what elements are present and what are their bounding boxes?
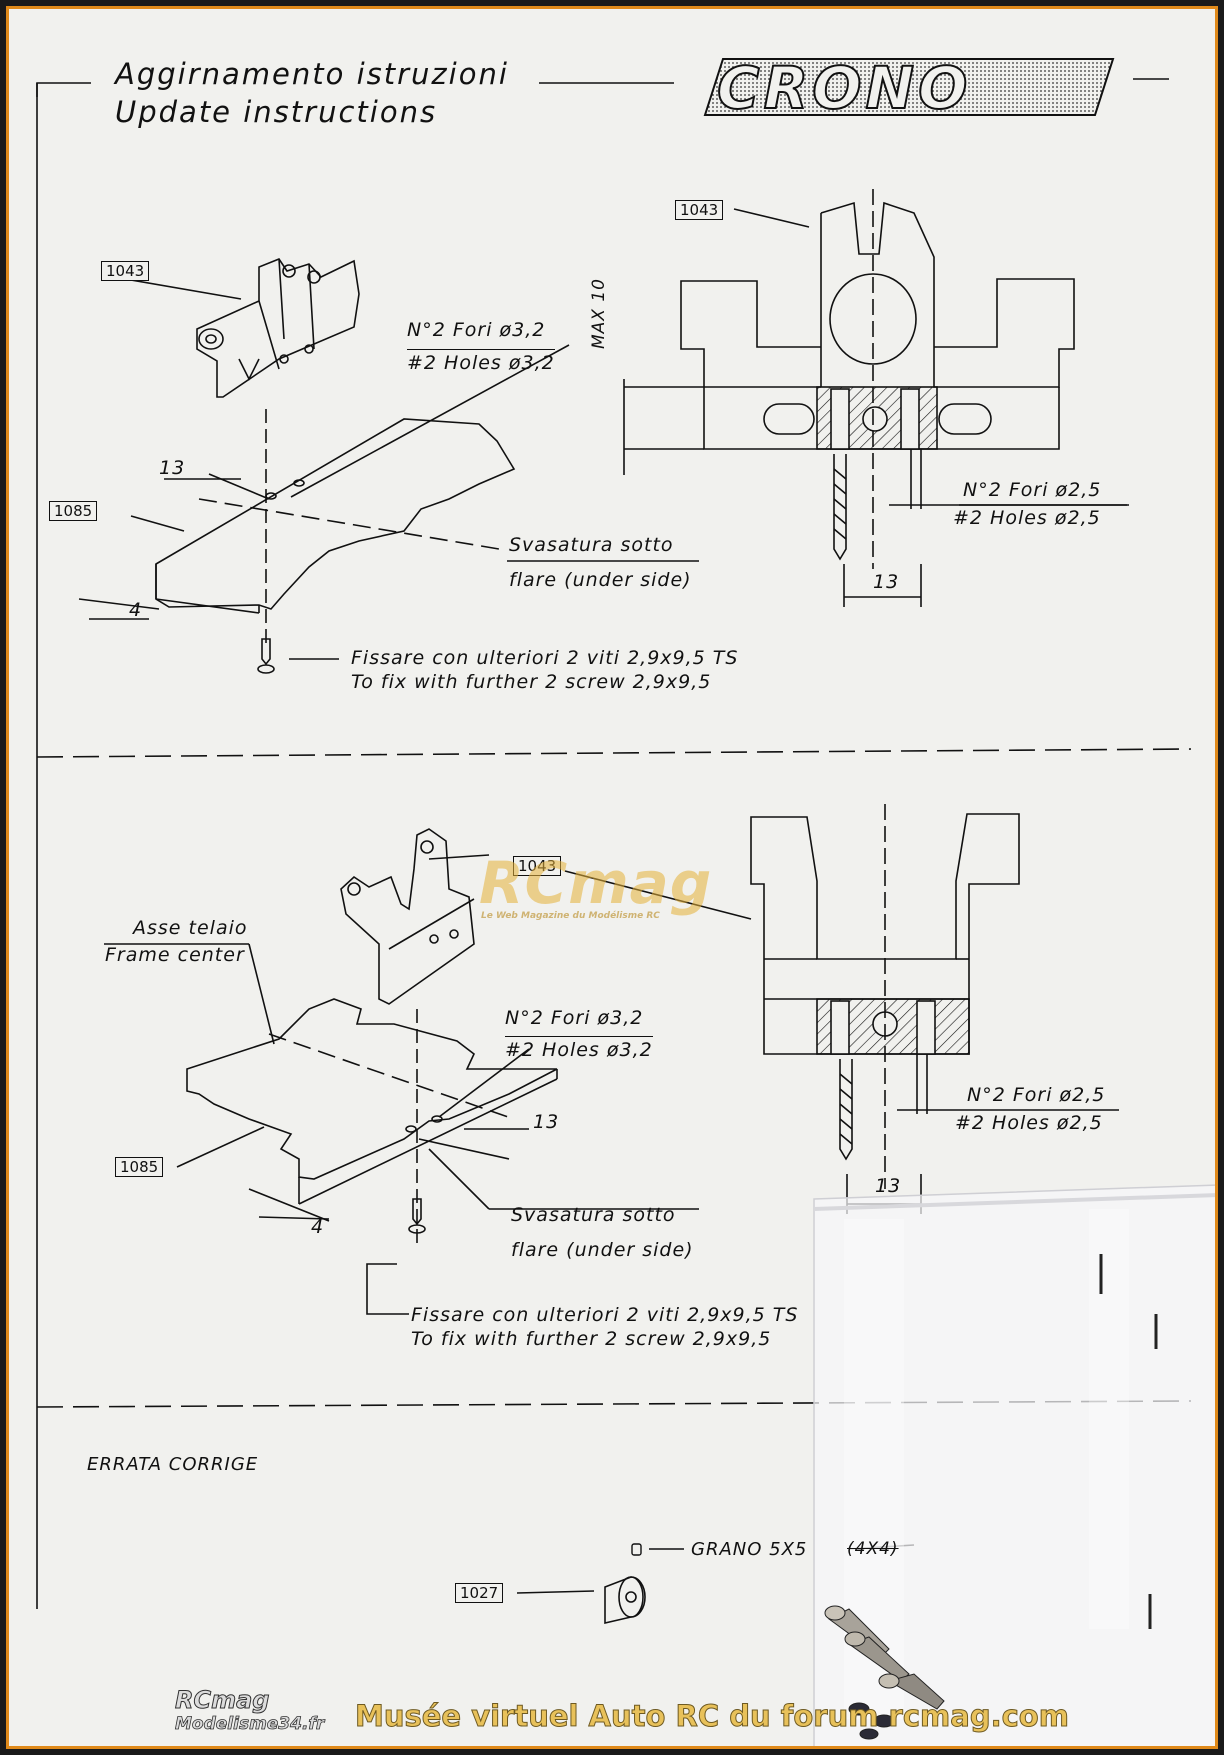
frame-axis-it: Asse telaio bbox=[133, 917, 248, 939]
flare-it-top: Svasatura sotto bbox=[509, 534, 674, 556]
part-label-1027: 1027 bbox=[455, 1583, 504, 1603]
part-label-1043-section-top: 1043 bbox=[675, 200, 724, 220]
flare-it-bottom: Svasatura sotto bbox=[511, 1204, 676, 1226]
corner-site-logo: Modelisme34.fr bbox=[175, 1714, 325, 1735]
dimension-4-top: 4 bbox=[129, 599, 143, 621]
bracket-1043-iso-top bbox=[196, 258, 360, 398]
bracket-1043-section-top bbox=[680, 201, 1075, 450]
bagged-screws bbox=[824, 1605, 945, 1740]
side-dimension-13-top: 13 bbox=[873, 571, 900, 593]
bracket-1043-section-bottom bbox=[750, 813, 1020, 1055]
part-label-1043-top: 1043 bbox=[101, 261, 150, 281]
rcmag-watermark-subtitle: Le Web Magazine du Modélisme RC bbox=[481, 911, 660, 921]
holes-25-it-top: N°2 Fori ø2,5 bbox=[963, 479, 1102, 501]
part-label-1085-bottom: 1085 bbox=[115, 1157, 164, 1177]
crono-logo: CRONO bbox=[695, 53, 1119, 123]
part-label-1043-bottom: 1043 bbox=[513, 856, 562, 876]
corner-rcmag-logo: RCmag bbox=[174, 1686, 270, 1715]
frame-axis-en: Frame center bbox=[105, 944, 245, 966]
title-english: Update instructions bbox=[115, 95, 438, 129]
collar-1027 bbox=[604, 1576, 646, 1625]
screw-iso-bottom bbox=[408, 1198, 426, 1234]
holes-32-en-top: #2 Holes ø3,2 bbox=[407, 349, 555, 374]
chassis-1085-iso-top bbox=[155, 418, 516, 614]
technical-drawings bbox=[36, 78, 1215, 1746]
screw-iso-top bbox=[257, 638, 275, 674]
fix-en-bottom: To fix with further 2 screw 2,9x9,5 bbox=[411, 1328, 772, 1350]
grano-set-screw bbox=[631, 1543, 642, 1556]
bracket-1043-iso-bottom bbox=[340, 828, 475, 1005]
dimension-13-bottom: 13 bbox=[533, 1111, 560, 1133]
chassis-1085-iso-bottom bbox=[186, 998, 558, 1205]
rcmag-watermark-logo: RCmag bbox=[479, 849, 713, 917]
fix-it-top: Fissare con ulteriori 2 viti 2,9x9,5 TS bbox=[351, 647, 739, 669]
holes-32-en-bottom: #2 Holes ø3,2 bbox=[505, 1036, 653, 1061]
part-label-1085-top: 1085 bbox=[49, 501, 98, 521]
flare-en-bottom: flare (under side) bbox=[511, 1239, 694, 1261]
dimension-13-top: 13 bbox=[159, 457, 186, 479]
fix-it-bottom: Fissare con ulteriori 2 viti 2,9x9,5 TS bbox=[411, 1304, 799, 1326]
title-italian: Aggirnamento istruzioni bbox=[115, 57, 509, 91]
grano-label: GRANO 5X5 bbox=[691, 1539, 808, 1560]
footer-museum-caption: Musée virtuel Auto RC du forum rcmag.com bbox=[355, 1699, 1070, 1734]
side-dimension-13-bottom: 13 bbox=[875, 1175, 902, 1197]
dimension-4-bottom: 4 bbox=[311, 1216, 325, 1238]
max-10-label: MAX 10 bbox=[589, 278, 609, 349]
instruction-sheet: Aggirnamento istruzioni Update instructi… bbox=[6, 6, 1218, 1749]
errata-heading: ERRATA CORRIGE bbox=[87, 1454, 259, 1475]
holes-25-en-bottom: #2 Holes ø2,5 bbox=[955, 1112, 1103, 1134]
crono-logo-text: CRONO bbox=[716, 54, 972, 122]
holes-25-it-bottom: N°2 Fori ø2,5 bbox=[967, 1084, 1106, 1106]
holes-32-it-bottom: N°2 Fori ø3,2 bbox=[505, 1007, 644, 1029]
plastic-bag bbox=[813, 1184, 1215, 1746]
holes-25-en-top: #2 Holes ø2,5 bbox=[953, 507, 1101, 529]
flare-en-top: flare (under side) bbox=[509, 569, 692, 591]
fix-en-top: To fix with further 2 screw 2,9x9,5 bbox=[351, 671, 712, 693]
grano-struck-size: (4X4) bbox=[847, 1539, 899, 1559]
holes-32-it-top: N°2 Fori ø3,2 bbox=[407, 319, 546, 341]
